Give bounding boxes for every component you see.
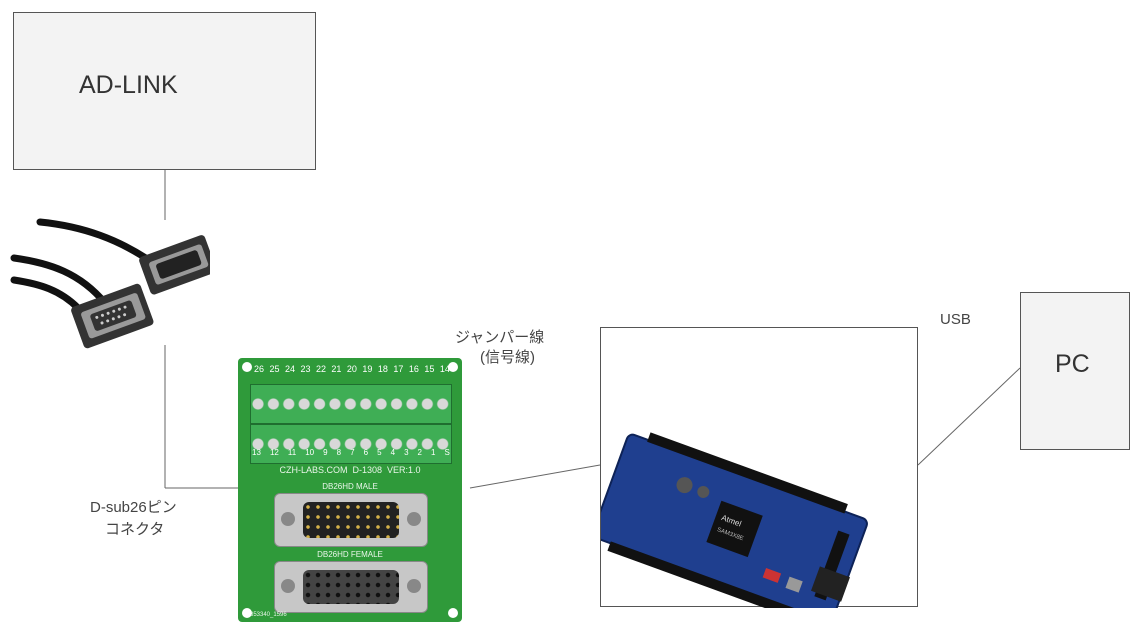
pin-labels-top: 26 25 24 23 22 21 20 19 18 17 16 15 14: [254, 364, 450, 380]
pin-label: 17: [393, 364, 404, 374]
pin-label: 26: [254, 364, 265, 374]
pin-label: 18: [377, 364, 388, 374]
breakout-board: 26 25 24 23 22 21 20 19 18 17 16 15 14 1…: [238, 358, 462, 622]
pin-label: 5: [377, 448, 382, 457]
db26-female-connector: [274, 561, 428, 613]
arduino-to-pc-line: [917, 367, 1021, 466]
pin-labels-bottom: 13 12 11 10 9 8 7 6 5 4 3 2 1 S: [252, 448, 450, 462]
pc-box: PC: [1020, 292, 1130, 450]
pin-label: 20: [346, 364, 357, 374]
pc-label: PC: [1055, 350, 1090, 378]
pin-label: 8: [336, 448, 342, 457]
arduino-due-image: Atmel SAM3X8E: [601, 432, 868, 608]
arduino-frame: Atmel SAM3X8E: [600, 327, 918, 608]
pin-label: 24: [284, 364, 295, 374]
pin-label: 21: [331, 364, 342, 374]
pin-label: 3: [404, 448, 409, 457]
terminal-block-top: [250, 384, 452, 424]
dsub-cable-image: [10, 218, 210, 349]
adlink-label: AD-LINK: [79, 71, 178, 99]
db26-male-connector: [274, 493, 428, 547]
pin-label: 10: [305, 448, 315, 457]
pin-label: 14: [439, 364, 450, 374]
usb-label: USB: [940, 311, 971, 328]
pin-label: 2: [417, 448, 422, 457]
board-serial: 853340_1596: [250, 612, 287, 618]
pin-label: 1: [431, 448, 436, 457]
female-connector-label: DB26HD FEMALE: [317, 550, 383, 559]
jumper-label-line1: ジャンパー線: [455, 329, 545, 346]
pin-label: 15: [424, 364, 435, 374]
pin-label: 23: [300, 364, 311, 374]
jumper-label-line2: (信号線): [480, 349, 535, 366]
pin-label: 7: [350, 448, 355, 457]
dsub-label-line1: D-sub26ピン: [90, 499, 177, 516]
pin-label: 13: [252, 448, 261, 457]
pin-label: 25: [269, 364, 280, 374]
pin-label: 19: [362, 364, 373, 374]
pin-label: 11: [287, 448, 297, 457]
pin-label: 6: [363, 448, 369, 457]
dsub-label-line2: コネクタ: [105, 521, 165, 538]
female-holes: [95, 305, 127, 325]
pin-label: 22: [315, 364, 326, 374]
terminal-block-bottom: [250, 424, 452, 464]
adlink-box: AD-LINK: [13, 12, 316, 170]
pin-label: 4: [390, 448, 396, 457]
pin-label: 12: [269, 448, 279, 457]
board-silkscreen: CZH-LABS.COM D-1308 VER:1.0: [279, 465, 421, 475]
pin-label: 16: [408, 364, 419, 374]
pin-label: 9: [323, 448, 328, 457]
board-to-arduino-line: [469, 464, 601, 489]
male-connector-label: DB26HD MALE: [322, 482, 378, 491]
pin-label: S: [444, 448, 450, 457]
